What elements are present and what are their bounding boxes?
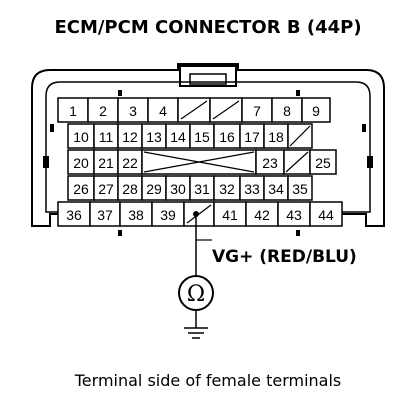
pip-top-1 <box>118 90 122 96</box>
probe-contact-dot <box>193 211 199 217</box>
locking-tab <box>179 65 237 87</box>
terminal-cell <box>263 123 289 149</box>
terminal-label: 1 <box>69 103 77 119</box>
terminal-label: 16 <box>219 129 235 145</box>
terminal-cell <box>287 175 313 201</box>
terminal-label: 34 <box>268 181 284 197</box>
pip-bottom-1 <box>118 230 122 236</box>
pip-bottom-2 <box>296 230 300 236</box>
terminal-cell <box>189 123 215 149</box>
terminal-label: 31 <box>194 181 210 197</box>
terminal-cell <box>117 149 143 175</box>
terminal-label: 36 <box>66 207 82 223</box>
terminal-label: 2 <box>99 103 107 119</box>
terminal-label: 32 <box>219 181 235 197</box>
terminal-cell <box>57 97 89 123</box>
terminal-cell <box>213 123 241 149</box>
terminal-label: 23 <box>262 155 278 171</box>
terminal-label: 18 <box>268 129 284 145</box>
pip-top-2 <box>296 90 300 96</box>
terminal-label: 33 <box>244 181 260 197</box>
terminal-label: 25 <box>315 155 331 171</box>
key-left <box>43 156 49 168</box>
terminal-cell <box>301 97 331 123</box>
terminal-label: 42 <box>254 207 270 223</box>
terminal-label: 21 <box>98 155 114 171</box>
terminal-label: 10 <box>73 129 89 145</box>
key-right <box>367 156 373 168</box>
terminal-cell <box>67 123 95 149</box>
connector-housing <box>31 63 385 227</box>
terminal-cell <box>117 97 149 123</box>
terminal-cell <box>165 175 191 201</box>
unused-terminal-slash <box>212 100 240 120</box>
terminal-label: 39 <box>160 207 176 223</box>
terminal-cell <box>93 175 119 201</box>
terminal-cell <box>239 175 265 201</box>
probe-label: VG+ (RED/BLU) <box>212 247 357 267</box>
locking-tab-slot <box>189 73 227 85</box>
terminal-label: 12 <box>122 129 138 145</box>
terminal-label: 4 <box>159 103 167 119</box>
terminal-label: 3 <box>129 103 137 119</box>
terminal-label: 9 <box>312 103 320 119</box>
key-left-top <box>50 124 54 132</box>
terminal-label: 43 <box>286 207 302 223</box>
connector-inner-frame <box>45 81 371 213</box>
terminal-label: 30 <box>170 181 186 197</box>
terminal-label: 8 <box>283 103 291 119</box>
terminal-label: 27 <box>98 181 114 197</box>
terminal-cell <box>117 175 143 201</box>
terminal-label: 26 <box>73 181 89 197</box>
terminal-label: 44 <box>318 207 334 223</box>
terminal-cell <box>255 149 285 175</box>
unused-terminal-slash <box>285 151 309 173</box>
terminal-label: 20 <box>73 155 89 171</box>
terminal-cell <box>57 201 91 227</box>
terminal-cell <box>147 97 179 123</box>
terminal-label: 17 <box>244 129 260 145</box>
terminal-cell <box>263 175 289 201</box>
diagram-title: ECM/PCM CONNECTOR B (44P) <box>54 17 361 38</box>
terminal-label: 7 <box>253 103 261 119</box>
terminal-cell <box>67 175 95 201</box>
terminal-cell <box>93 149 119 175</box>
unused-terminal-slash <box>289 125 311 147</box>
terminal-label: 14 <box>170 129 186 145</box>
terminal-cell <box>309 201 343 227</box>
terminal-label: 38 <box>128 207 144 223</box>
blocked-cross-b <box>143 151 255 173</box>
terminal-label: 22 <box>122 155 138 171</box>
terminal-cell <box>309 149 337 175</box>
diagram-caption: Terminal side of female terminals <box>74 371 342 390</box>
terminal-label: 13 <box>146 129 162 145</box>
terminal-cell <box>141 123 167 149</box>
ohm-icon: Ω <box>187 282 205 307</box>
terminal-label: 15 <box>194 129 210 145</box>
terminal-label: 11 <box>99 129 114 145</box>
terminal-label: 28 <box>122 181 138 197</box>
key-right-top <box>362 124 366 132</box>
terminal-cell <box>165 123 191 149</box>
ground-icon <box>184 327 208 339</box>
terminal-label: 35 <box>292 181 308 197</box>
unused-terminal-slash <box>180 100 208 120</box>
terminal-cell <box>277 201 311 227</box>
terminal-label: 29 <box>146 181 162 197</box>
terminal-label: 41 <box>222 207 238 223</box>
terminal-label: 37 <box>97 207 113 223</box>
